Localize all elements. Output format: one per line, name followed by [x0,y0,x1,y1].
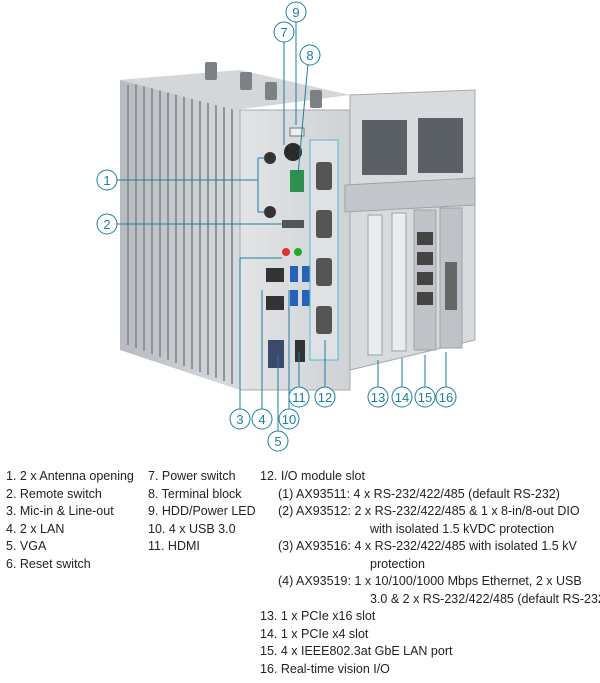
legend-item: 9. HDD/Power LED [148,504,256,518]
callout-label: 5 [274,434,281,449]
module-shelf [344,177,476,213]
callout-label: 7 [280,25,287,40]
line-out-port [294,248,302,256]
legend-item: 1. 2 x Antenna opening [6,469,134,483]
vent-grilles [362,118,463,175]
legend-column-1: 1. 2 x Antenna opening 2. Remote switch … [6,468,134,573]
antenna-opening-icon [264,206,276,218]
antenna-opening-icon [264,152,276,164]
remote-switch [282,220,304,228]
chassis-top [120,70,350,110]
callout-marker: 2 [96,213,118,235]
legend-item: 13. 1 x PCIe x16 slot [260,609,376,623]
callout-marker: 12 [314,386,336,408]
callout-label: 14 [395,390,409,405]
legend-column-3: 12. I/O module slot (1) AX93511: 4 x RS-… [260,468,600,678]
callout-marker: 7 [273,21,295,43]
callout-label: 4 [258,412,265,427]
antenna-screws [205,62,322,108]
heatsink-fins [120,70,240,390]
callout-marker: 13 [367,386,389,408]
lan-ports-slot [417,232,433,305]
callout-label: 12 [318,390,332,405]
lan-port [266,268,284,282]
callout-label: 16 [439,390,453,405]
callout-label: 2 [103,217,110,232]
callout-label: 3 [236,412,243,427]
callout-marker: 15 [414,386,436,408]
legend-item: 6. Reset switch [6,556,91,571]
legend-subitem: (3) AX93516: 4 x RS-232/422/485 with iso… [278,539,577,553]
callout-marker: 8 [299,44,321,66]
callout-label: 13 [371,390,385,405]
legend-item: 5. VGA [6,539,47,553]
led-indicator [289,127,305,137]
legend-item: 10. 4 x USB 3.0 [148,521,236,536]
legend-item: 15. 4 x IEEE802.3at GbE LAN port [260,644,453,658]
vision-io-connector [445,262,457,310]
legend-item: 16. Real-time vision I/O [260,661,390,676]
callout-label: 15 [418,390,432,405]
callout-marker: 16 [435,386,457,408]
legend-subitem: (2) AX93512: 2 x RS-232/422/485 & 1 x 8-… [278,504,580,518]
power-switch-icon [284,143,302,161]
callout-marker: 5 [267,430,289,452]
legend-item: 2. Remote switch [6,486,102,501]
callout-label: 10 [282,412,296,427]
callout-label: 1 [103,173,110,188]
usb-ports [290,266,310,306]
legend-item: 12. I/O module slot [260,469,365,483]
legend-subitem: (4) AX93519: 1 x 10/100/1000 Mbps Ethern… [278,574,582,588]
mic-in-port [282,248,290,256]
legend: 1. 2 x Antenna opening 2. Remote switch … [0,462,600,683]
legend-subitem: protection [370,556,425,571]
callout-markers: 1 2 3 4 5 7 8 9 10 11 12 13 14 15 16 [96,1,457,452]
product-illustration: 1 2 3 4 5 7 8 9 10 11 12 13 14 15 16 [96,1,476,452]
legend-item: 4. 2 x LAN [6,521,65,536]
callout-marker: 3 [229,408,251,430]
legend-item: 14. 1 x PCIe x4 slot [260,626,369,641]
legend-item: 3. Mic-in & Line-out [6,504,114,518]
legend-item: 8. Terminal block [148,486,242,501]
callout-lines [117,22,447,431]
terminal-block [290,170,304,192]
callout-marker: 14 [391,386,413,408]
legend-item: 7. Power switch [148,469,236,483]
callout-label: 9 [292,5,299,20]
vga-port [268,340,284,368]
legend-subitem: 3.0 & 2 x RS-232/422/485 (default RS-232… [370,591,600,606]
lan-port [266,296,284,310]
callout-label: 8 [306,48,313,63]
serial-ports [316,162,332,334]
callout-marker: 9 [285,1,307,23]
callout-marker: 4 [251,408,273,430]
legend-subitem: (1) AX93511: 4 x RS-232/422/485 (default… [278,486,560,501]
callout-marker: 11 [288,386,310,408]
hdmi-port [295,340,305,362]
callout-marker: 1 [96,169,118,191]
legend-column-2: 7. Power switch 8. Terminal block 9. HDD… [148,468,256,556]
legend-subitem: with isolated 1.5 kVDC protection [370,521,555,536]
callout-label: 11 [292,390,306,405]
callout-marker: 10 [278,408,300,430]
legend-item: 11. HDMI [148,539,200,553]
